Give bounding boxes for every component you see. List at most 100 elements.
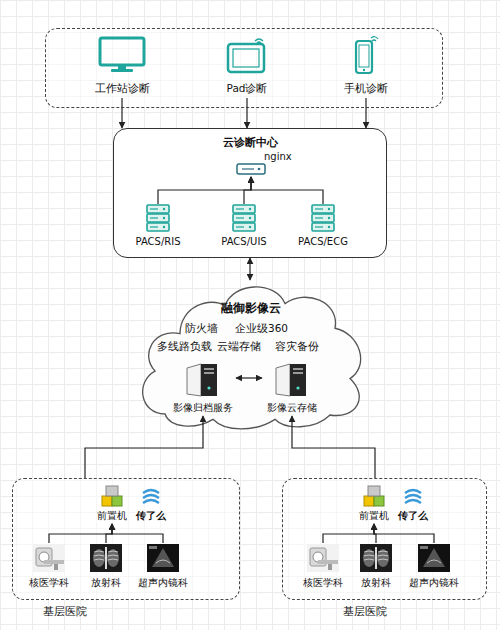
server-node: PACS/UIS bbox=[208, 204, 280, 250]
connector-arrow bbox=[251, 177, 323, 204]
logo-symbol bbox=[401, 485, 425, 507]
hospital-group: 基层医院前置机传了么核医学科放射科超声内镜科 bbox=[12, 478, 240, 600]
connector-arrow bbox=[244, 177, 251, 204]
server-node: 影像云存储 bbox=[262, 360, 322, 416]
connector-arrow bbox=[292, 416, 375, 478]
us-icon bbox=[417, 543, 451, 573]
connector-arrow bbox=[365, 98, 366, 128]
cloud-shape: 融御影像云影像归档服务 影像云存储 bbox=[135, 280, 367, 430]
connector-arrow bbox=[112, 524, 163, 543]
node-text: 放射科 bbox=[83, 577, 129, 589]
feature-label: 容灾备份 bbox=[275, 340, 319, 352]
monitor-symbol bbox=[98, 36, 146, 74]
device-node: Pad诊断 bbox=[207, 34, 287, 98]
connector-arrow bbox=[121, 98, 122, 128]
front-icon bbox=[100, 484, 124, 508]
proxy-node: nginx bbox=[206, 151, 296, 177]
rack-symbol bbox=[145, 204, 171, 232]
equipment-node: 超声内镜科 bbox=[134, 543, 192, 593]
node-text: 超声内镜科 bbox=[134, 577, 192, 589]
connector-arrow bbox=[106, 524, 112, 543]
logo-node: 传了么 bbox=[393, 484, 433, 524]
nginx-icon bbox=[236, 163, 266, 175]
tower-icon bbox=[183, 360, 223, 398]
node-text: PACS/UIS bbox=[208, 236, 280, 248]
node-text: 云诊断中心 bbox=[114, 137, 386, 149]
connector-arrow bbox=[249, 258, 250, 280]
ct-icon bbox=[306, 543, 340, 573]
xray-icon bbox=[359, 543, 393, 573]
gateway-node: 前置机 bbox=[356, 484, 392, 524]
node-text: Pad诊断 bbox=[207, 82, 287, 94]
connector-arrow bbox=[374, 524, 376, 543]
rack-symbol bbox=[231, 204, 257, 232]
client-group-frame bbox=[45, 28, 443, 108]
connector-arrow bbox=[158, 177, 251, 204]
xray-symbol bbox=[89, 543, 123, 573]
connector-arrow bbox=[49, 524, 112, 543]
node-text: 影像归档服务 bbox=[170, 402, 236, 414]
phone-icon bbox=[353, 35, 379, 75]
feature-label: 企业级360 bbox=[235, 322, 288, 334]
connector-arrow bbox=[323, 524, 374, 543]
rack-symbol bbox=[310, 204, 336, 232]
us-icon bbox=[146, 543, 180, 573]
center-box: 云诊断中心 nginxPACS/RIS PACS/UIS PACS/ECG bbox=[113, 128, 387, 258]
us-symbol bbox=[417, 543, 451, 573]
xray-symbol bbox=[359, 543, 393, 573]
node-text: 放射科 bbox=[353, 577, 399, 589]
device-node: 工作站诊断 bbox=[82, 34, 162, 98]
logo-symbol bbox=[139, 485, 163, 507]
hospital-group: 基层医院前置机传了么核医学科放射科超声内镜科 bbox=[282, 478, 487, 600]
node-text: PACS/ECG bbox=[287, 236, 359, 248]
feature-label: 云端存储 bbox=[217, 340, 261, 352]
xray-icon bbox=[89, 543, 123, 573]
connector-arrow bbox=[236, 377, 262, 378]
node-text: 工作站诊断 bbox=[82, 82, 162, 94]
tablet-icon bbox=[226, 36, 268, 74]
nginx-symbol bbox=[236, 163, 266, 175]
rack-icon bbox=[231, 204, 257, 232]
monitor-icon bbox=[98, 36, 146, 74]
logo-icon bbox=[139, 485, 163, 507]
connector-arrow bbox=[374, 524, 434, 543]
ct-symbol bbox=[306, 543, 340, 573]
node-text: PACS/RIS bbox=[122, 236, 194, 248]
front-icon bbox=[362, 484, 386, 508]
feature-label: 防火墙 bbox=[185, 322, 218, 334]
tower-symbol bbox=[272, 360, 312, 398]
rack-icon bbox=[145, 204, 171, 232]
node-text: 核医学科 bbox=[297, 577, 349, 589]
node-text: 融御影像云 bbox=[135, 302, 367, 314]
equipment-node: 放射科 bbox=[353, 543, 399, 593]
connector-arrow bbox=[246, 98, 247, 128]
tower-icon bbox=[272, 360, 312, 398]
device-node: 手机诊断 bbox=[326, 34, 406, 98]
front-symbol bbox=[362, 484, 386, 508]
ct-icon bbox=[32, 543, 66, 573]
equipment-node: 核医学科 bbox=[23, 543, 75, 593]
node-text: 基层医院 bbox=[43, 605, 87, 617]
node-text: 传了么 bbox=[131, 510, 171, 522]
rack-icon bbox=[310, 204, 336, 232]
node-text: 传了么 bbox=[393, 510, 433, 522]
node-text: 核医学科 bbox=[23, 577, 75, 589]
equipment-node: 超声内镜科 bbox=[405, 543, 463, 593]
node-text: 前置机 bbox=[356, 510, 392, 522]
tower-symbol bbox=[183, 360, 223, 398]
node-text: 基层医院 bbox=[343, 605, 387, 617]
connector-arrow bbox=[85, 416, 203, 478]
server-node: PACS/ECG bbox=[287, 204, 359, 250]
node-text: nginx bbox=[264, 151, 292, 163]
ct-symbol bbox=[32, 543, 66, 573]
logo-icon bbox=[401, 485, 425, 507]
front-symbol bbox=[100, 484, 124, 508]
gateway-node: 前置机 bbox=[94, 484, 130, 524]
phone-symbol bbox=[353, 35, 379, 75]
node-text: 影像云存储 bbox=[262, 402, 322, 414]
feature-label: 多线路负载 bbox=[157, 340, 212, 352]
node-text: 前置机 bbox=[94, 510, 130, 522]
equipment-node: 放射科 bbox=[83, 543, 129, 593]
server-node: 影像归档服务 bbox=[170, 360, 236, 416]
